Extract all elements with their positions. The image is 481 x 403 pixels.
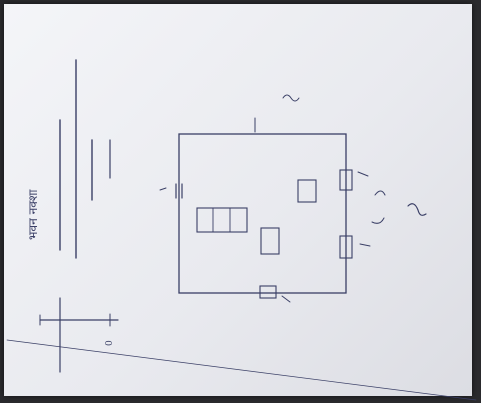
room-block-center — [260, 227, 280, 255]
scale-marker — [39, 297, 119, 373]
room-block-right — [297, 179, 317, 203]
handwritten-notes — [59, 59, 111, 259]
paper-sheet — [4, 4, 472, 396]
paper-fold-line — [6, 339, 477, 401]
entrance-mark — [175, 183, 183, 199]
edge-box-bottom-side — [259, 285, 277, 299]
document-heading: भवन नक्शा — [26, 189, 40, 240]
edge-box-top — [339, 169, 353, 191]
edge-box-bottom — [339, 235, 353, 259]
room-block-rooms — [196, 207, 248, 233]
scale-label: 0 — [105, 340, 115, 346]
handwritten-marks — [159, 94, 427, 303]
plot-boundary — [178, 133, 347, 294]
